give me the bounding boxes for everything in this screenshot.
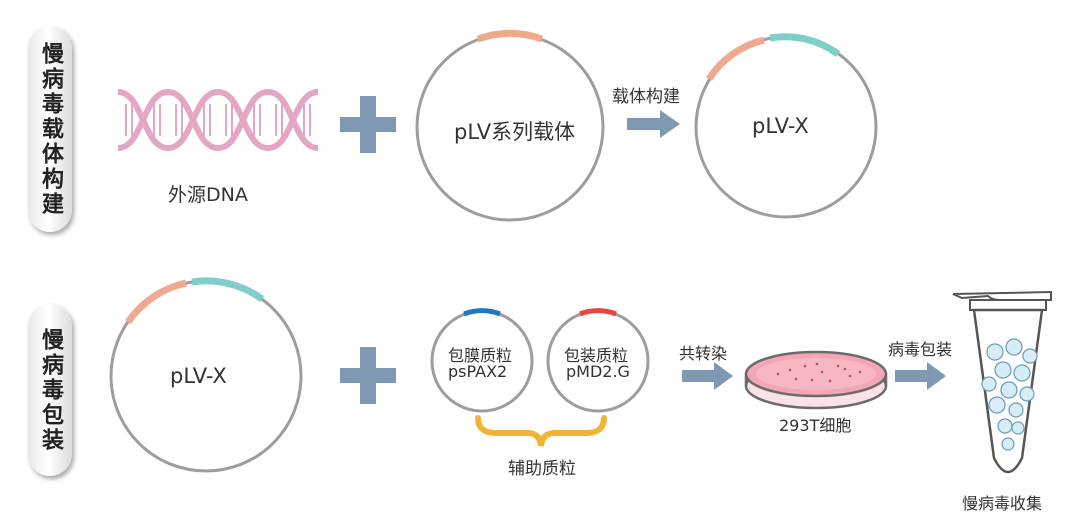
plvx-label-bottom: pLV-X — [170, 364, 227, 388]
plvx-insert-pink-top — [706, 36, 765, 81]
side-label-packaging: 慢病毒包装 — [28, 304, 72, 476]
pspax2-name: 包膜质粒 — [448, 346, 513, 365]
dna-helix-icon — [117, 88, 319, 152]
cell-label: 293T细胞 — [779, 416, 852, 435]
petri-dish-icon — [744, 350, 888, 410]
arrow-icon — [627, 110, 680, 138]
plv-vector-label: pLV系列载体 — [454, 120, 576, 144]
pspax2-id: psPAX2 — [448, 362, 508, 381]
plvx-label-top: pLV-X — [752, 114, 809, 138]
side-label-construction: 慢病毒载体构建 — [28, 26, 72, 232]
plvx-insert-pink-bottom — [125, 279, 187, 325]
pmd2g-mark — [579, 308, 617, 317]
dna-label: 外源DNA — [168, 184, 248, 206]
collect-label: 慢病毒收集 — [962, 494, 1043, 513]
pmd2g-id: pMD2.G — [566, 362, 630, 381]
pspax2-mark — [463, 308, 501, 317]
arrow-icon-transfect — [682, 362, 733, 390]
plus-icon-packaging — [340, 347, 396, 404]
helper-brace — [475, 415, 607, 447]
construction-arrow-label: 载体构建 — [612, 87, 680, 107]
side-label-construction-text: 慢病毒载体构建 — [38, 41, 63, 217]
centrifuge-tube-icon — [952, 290, 1052, 474]
side-label-packaging-text: 慢病毒包装 — [38, 327, 63, 453]
pmd2g-name: 包装质粒 — [564, 346, 629, 365]
helper-group-label: 辅助质粒 — [508, 459, 576, 479]
plus-icon — [340, 96, 396, 153]
package-label: 病毒包装 — [888, 340, 953, 359]
plvx-insert-teal-top — [769, 33, 841, 57]
arrow-icon-package — [895, 362, 946, 390]
plv-vector-site — [476, 29, 544, 43]
plvx-insert-teal-bottom — [191, 277, 265, 302]
transfect-label: 共转染 — [679, 344, 728, 363]
